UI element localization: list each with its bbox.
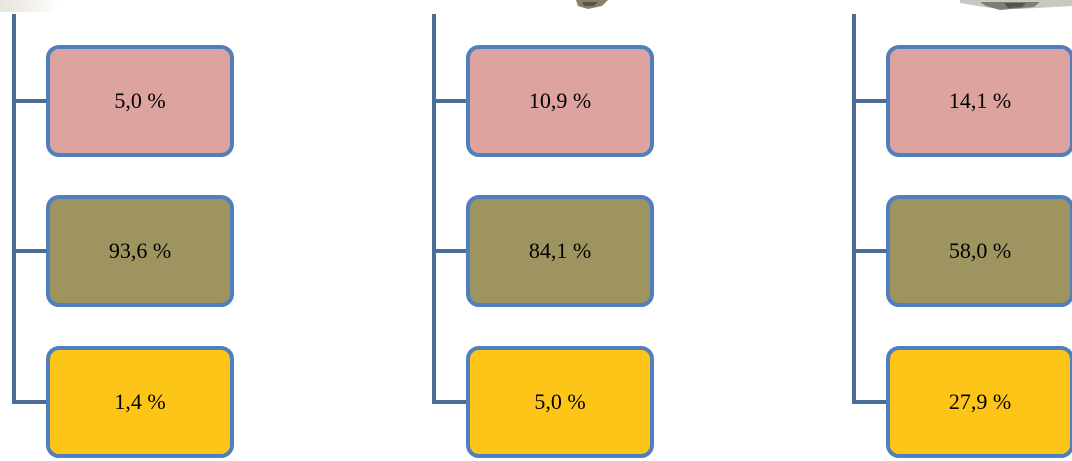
value-label: 14,1 % xyxy=(948,88,1012,113)
value-label: 93,6 % xyxy=(108,238,172,263)
value-label: 27,9 % xyxy=(948,389,1012,414)
connector-branch xyxy=(852,249,888,253)
connector-trunk xyxy=(432,14,436,404)
connector-branch xyxy=(852,99,888,103)
connector-trunk xyxy=(852,14,856,404)
value-label: 5,0 % xyxy=(114,88,166,113)
value-box-pink: 10,9 % xyxy=(466,45,654,157)
value-box-yellow: 5,0 % xyxy=(466,346,654,458)
value-box-pink: 5,0 % xyxy=(46,45,234,157)
value-label: 5,0 % xyxy=(534,389,586,414)
cropped-animal-image-fragment-middle xyxy=(576,0,608,9)
tree-column-3: 14,1 % 58,0 % 27,9 % xyxy=(850,0,1072,461)
value-label: 58,0 % xyxy=(948,238,1012,263)
connector-branch xyxy=(432,99,468,103)
value-box-olive: 58,0 % xyxy=(886,195,1072,307)
value-box-yellow: 27,9 % xyxy=(886,346,1072,458)
value-box-olive: 84,1 % xyxy=(466,195,654,307)
connector-trunk xyxy=(12,14,16,404)
connector-branch xyxy=(12,99,48,103)
connector-branch xyxy=(12,249,48,253)
value-box-yellow: 1,4 % xyxy=(46,346,234,458)
value-label: 10,9 % xyxy=(528,88,592,113)
cropped-image-fragment-left xyxy=(0,0,60,12)
value-label: 84,1 % xyxy=(528,238,592,263)
connector-branch xyxy=(432,249,468,253)
connector-branch xyxy=(852,400,888,404)
tree-column-2: 10,9 % 84,1 % 5,0 % xyxy=(430,0,690,461)
cropped-animal-image-fragment-right xyxy=(960,0,1072,10)
connector-branch xyxy=(432,400,468,404)
value-label: 1,4 % xyxy=(114,389,166,414)
value-box-olive: 93,6 % xyxy=(46,195,234,307)
connector-branch xyxy=(12,400,48,404)
value-box-pink: 14,1 % xyxy=(886,45,1072,157)
tree-column-1: 5,0 % 93,6 % 1,4 % xyxy=(10,0,270,461)
